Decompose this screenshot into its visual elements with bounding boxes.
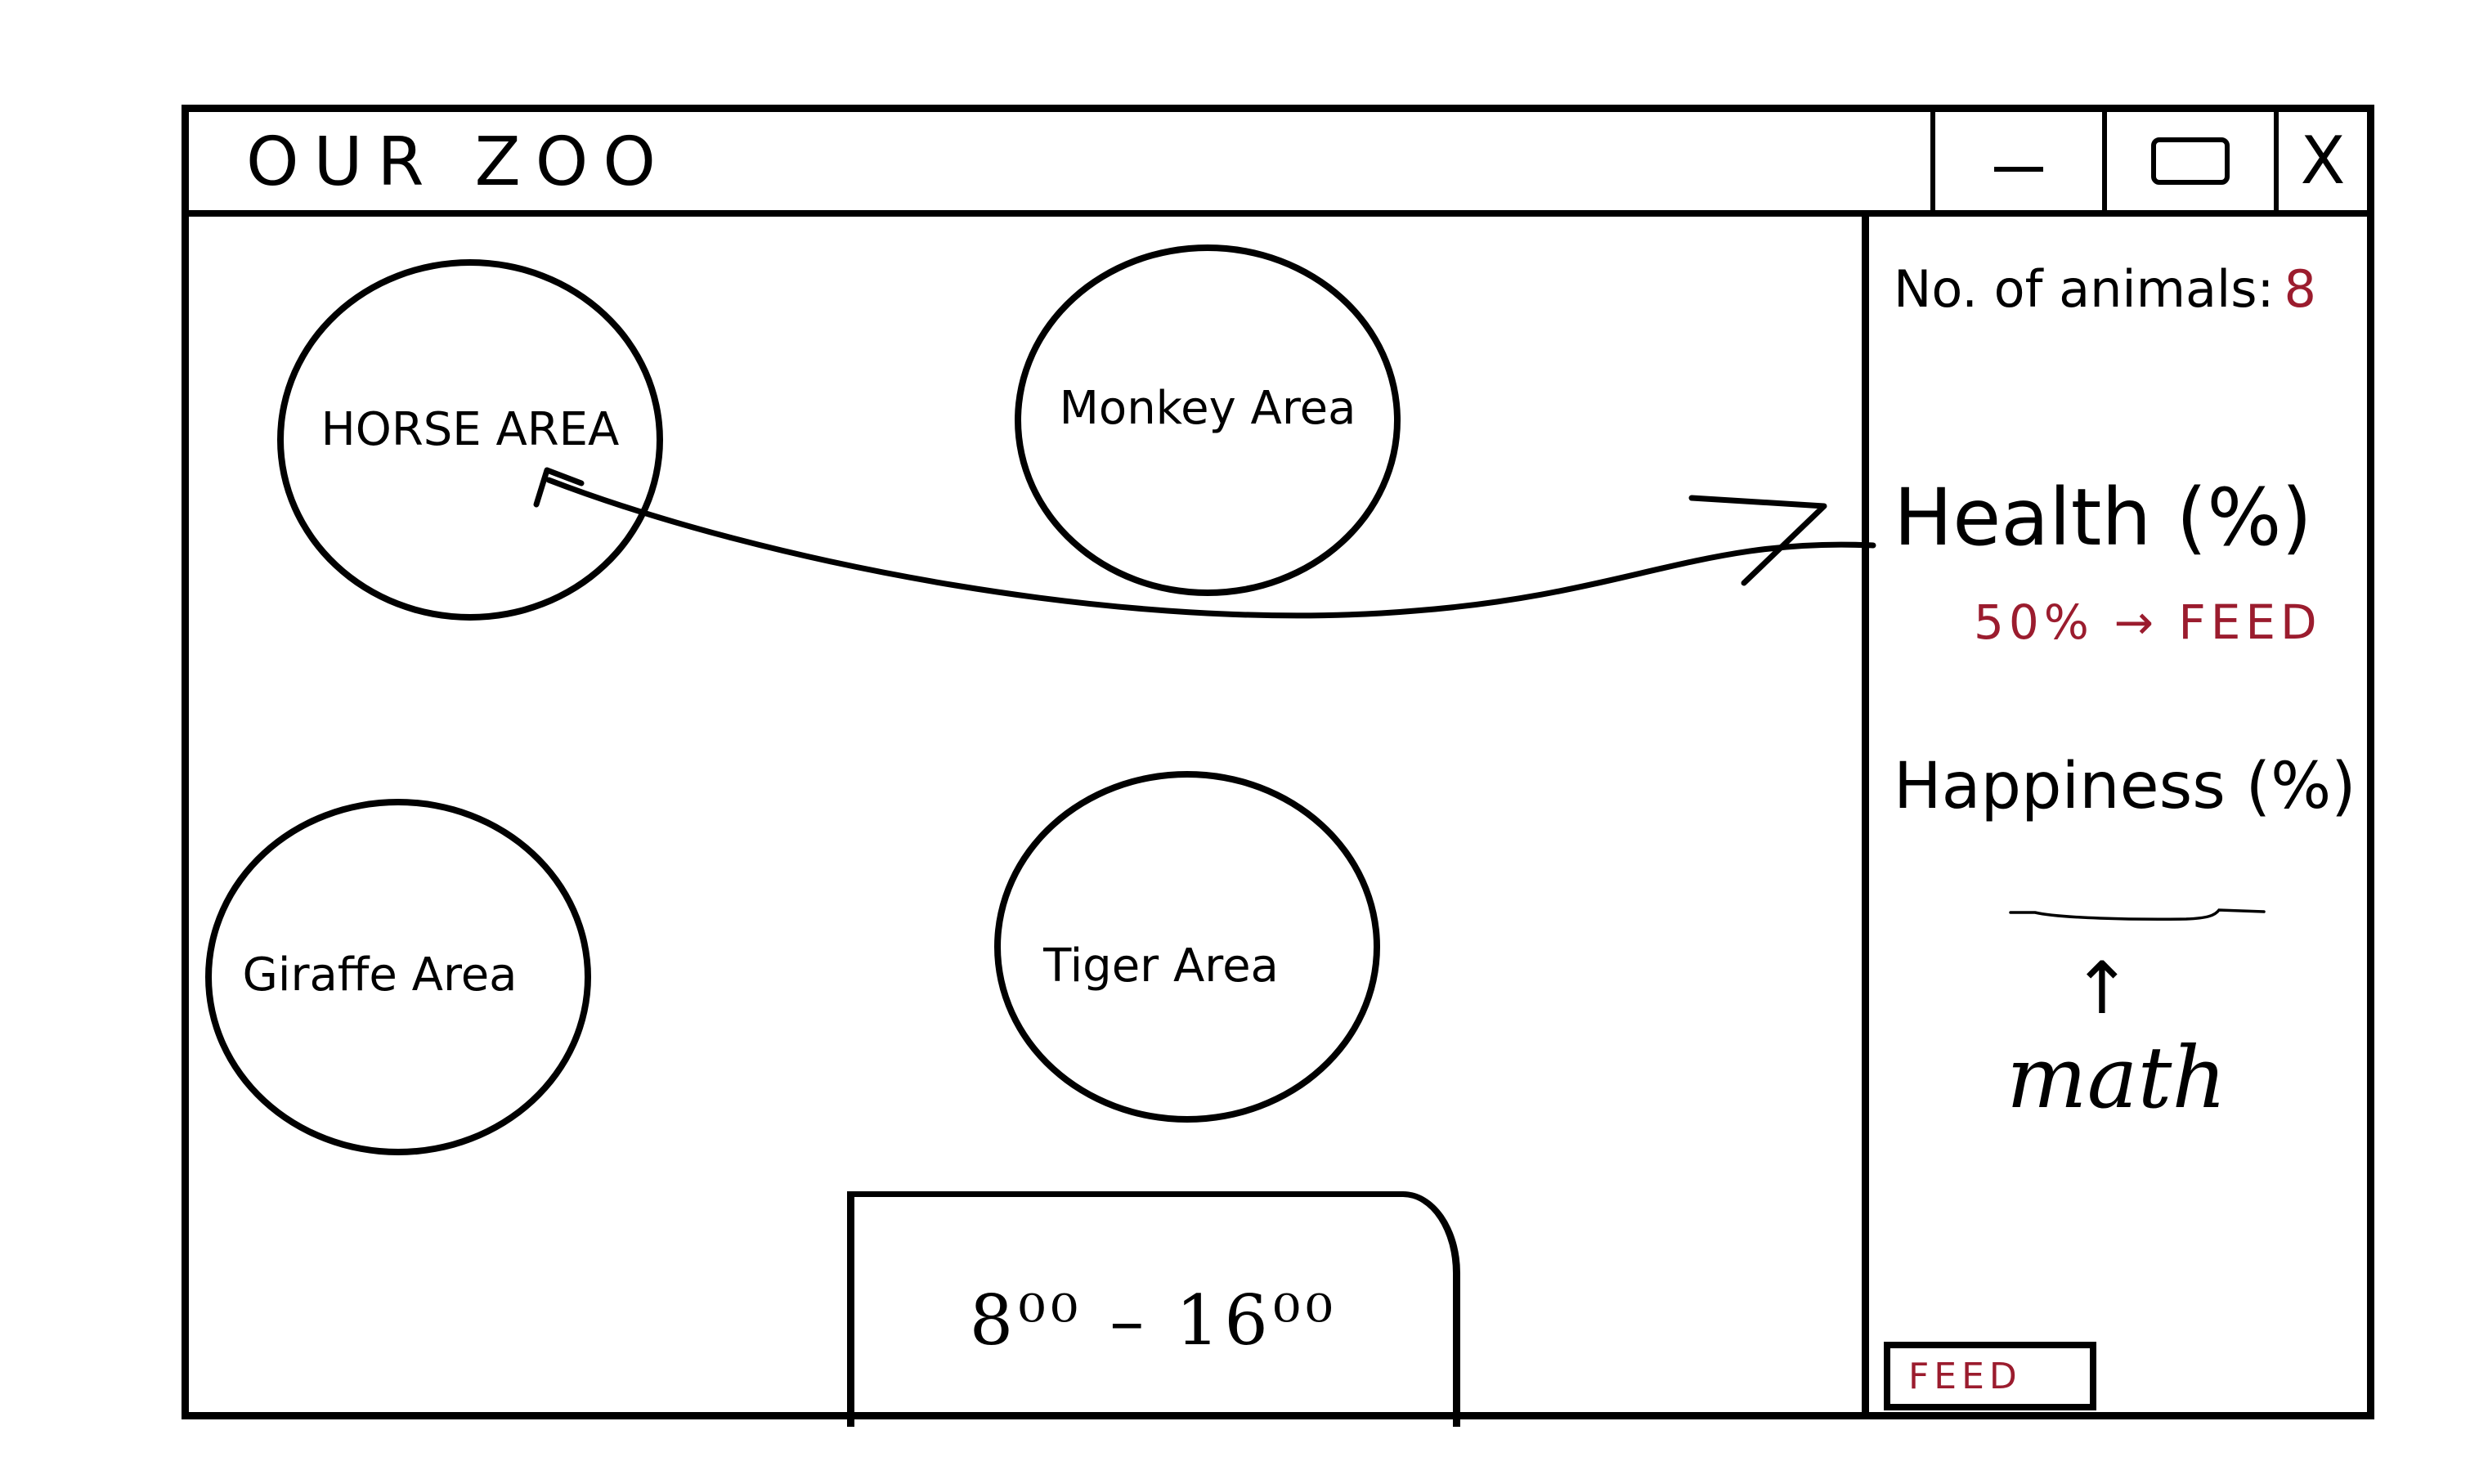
horse-area[interactable]: HORSE AREA [277,259,663,621]
monkey-area[interactable]: Monkey Area [1015,244,1401,596]
feed-button-label: FEED [1908,1355,2022,1397]
opening-hours-box: 8⁰⁰ – 16⁰⁰ [847,1191,1460,1427]
giraffe-area-label: Giraffe Area [242,948,518,1002]
feed-button[interactable]: FEED [1884,1342,2096,1410]
app-window: OUR ZOO X HORSE AREA Monkey Area Giraffe… [182,105,2374,1427]
math-arrow-icon: ↑ [2072,946,2132,1030]
happiness-bar [2009,908,2266,921]
animal-count-value: 8 [2284,259,2316,319]
math-label: math [2006,1028,2227,1128]
stats-panel: No. of animals:8 Health (%) 50% → FEED H… [1862,210,2367,1412]
maximize-icon [2151,137,2230,185]
close-icon: X [2300,123,2346,199]
happiness-label: Happiness (%) [1894,750,2356,823]
monkey-area-label: Monkey Area [1059,381,1356,435]
animal-count: No. of animals:8 [1894,259,2316,319]
zoo-map: HORSE AREA Monkey Area Giraffe Area Tige… [189,210,1876,1427]
animal-count-label: No. of animals: [1894,259,2275,319]
health-note: 50% → FEED [1974,594,2322,650]
app-title: OUR ZOO [246,123,670,201]
minimize-icon [1994,167,2043,172]
maximize-button[interactable] [2102,112,2274,210]
minimize-button[interactable] [1930,112,2102,210]
tiger-area-label: Tiger Area [1043,939,1279,993]
close-button[interactable]: X [2274,112,2367,210]
tiger-area[interactable]: Tiger Area [994,771,1380,1123]
horse-area-label: HORSE AREA [321,403,620,456]
opening-hours-text: 8⁰⁰ – 16⁰⁰ [969,1280,1338,1361]
giraffe-area[interactable]: Giraffe Area [205,799,591,1155]
title-bar: OUR ZOO X [189,112,2367,217]
health-label: Health (%) [1894,472,2312,563]
